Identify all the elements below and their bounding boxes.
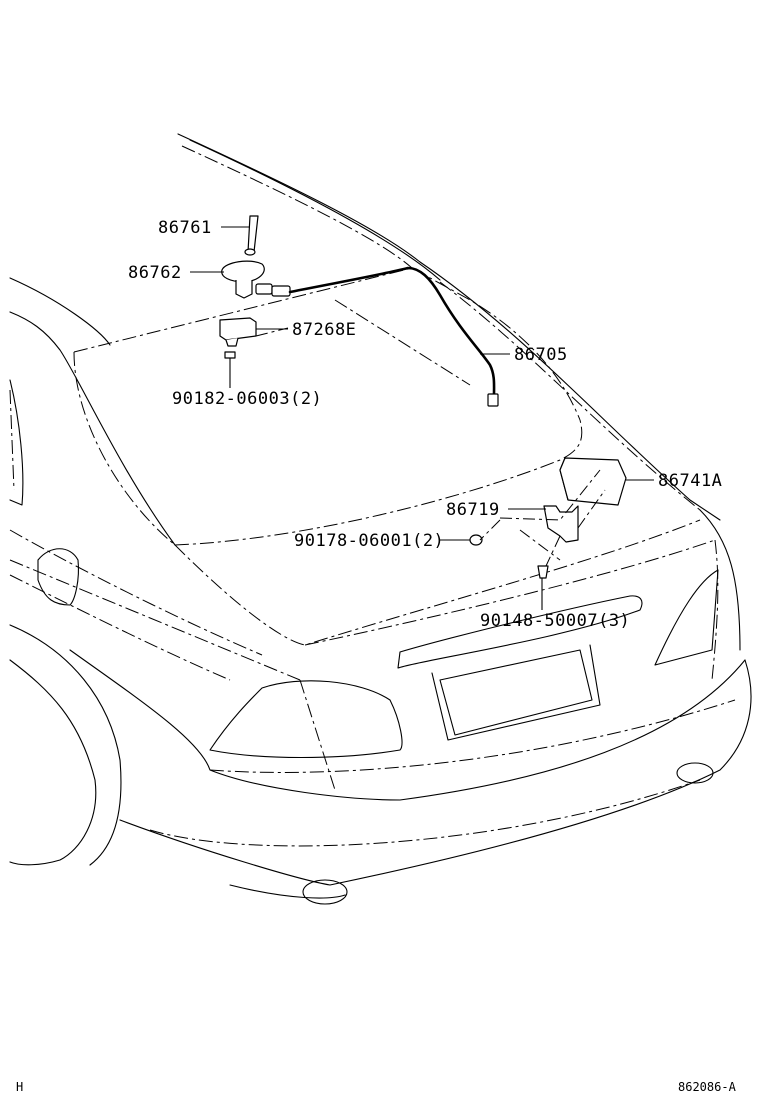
label-86741A: 86741A	[658, 471, 722, 491]
label-90182-06003: 90182-06003(2)	[172, 389, 322, 409]
antenna-rod-86761	[247, 215, 259, 253]
label-86705: 86705	[514, 345, 568, 365]
label-86762: 86762	[128, 263, 182, 283]
bolt-90148	[537, 565, 549, 579]
label-90178-06001: 90178-06001(2)	[294, 531, 444, 551]
label-87268E: 87268E	[292, 320, 356, 340]
label-86761: 86761	[158, 218, 212, 238]
amplifier-87268E	[219, 317, 257, 341]
antenna-assembly	[219, 215, 627, 579]
corner-label-left: H	[16, 1080, 23, 1094]
antenna-base-86762	[221, 260, 265, 283]
car-body-outline	[9, 133, 752, 905]
antenna-cable-86705	[288, 266, 496, 397]
part-labels: 86761 86762 87268E 90182-06003(2) 86705 …	[128, 218, 722, 631]
module-86741A	[559, 457, 627, 506]
leader-lines	[190, 226, 654, 610]
screw-90182	[224, 351, 236, 359]
bracket-86719	[543, 505, 579, 543]
diagram-code: 862086-A	[678, 1080, 737, 1094]
label-90148-50007: 90148-50007(3)	[480, 611, 630, 631]
guide-lines	[255, 327, 606, 567]
label-86719: 86719	[446, 500, 500, 520]
